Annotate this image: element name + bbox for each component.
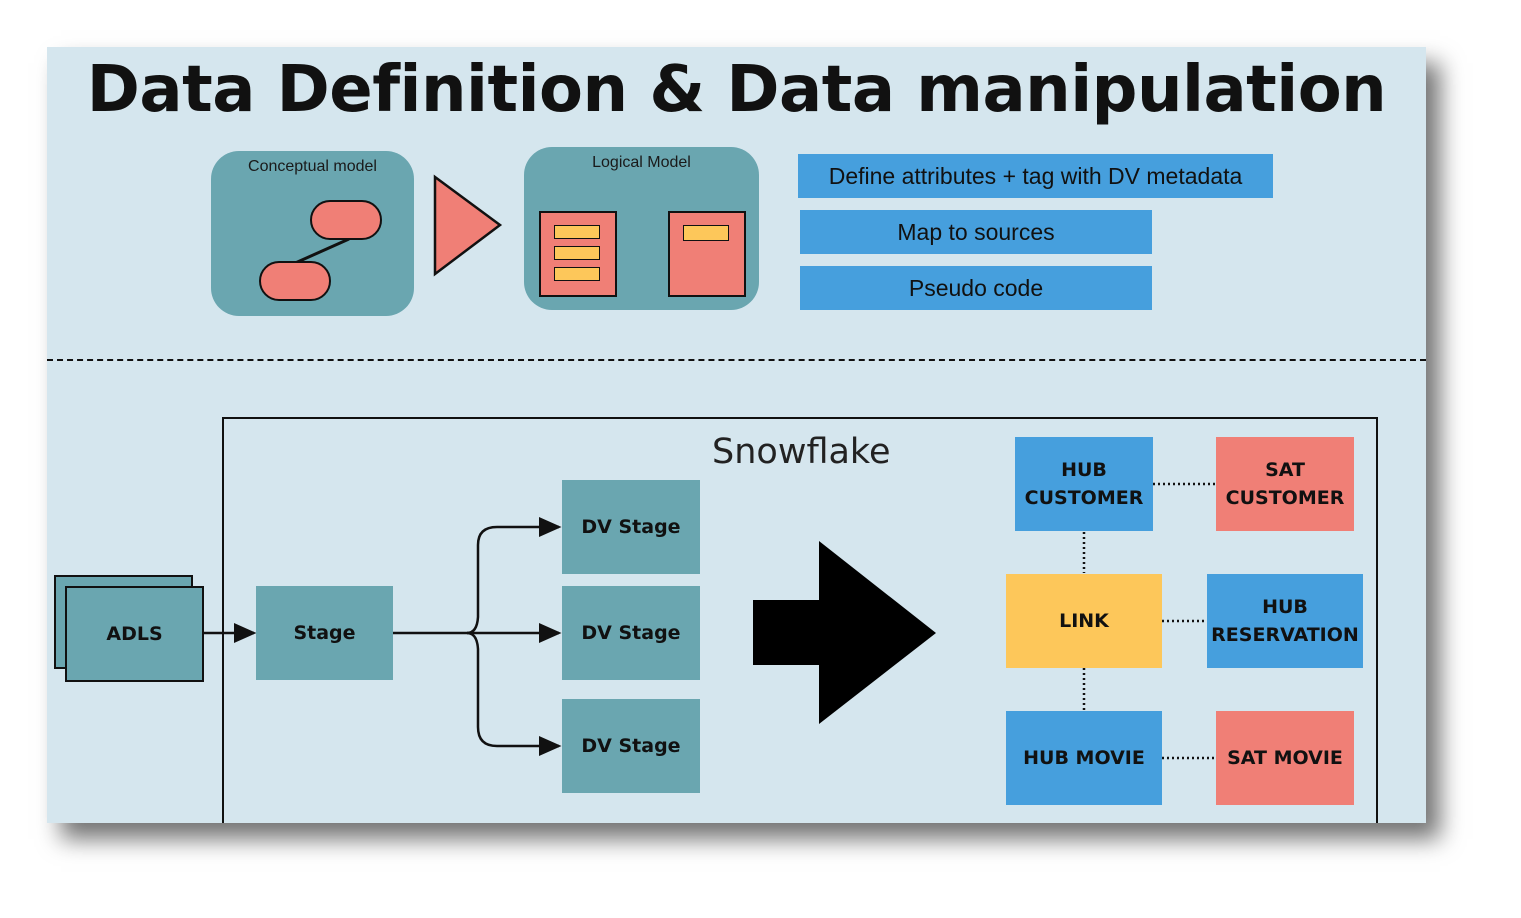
- snowflake-frame: [222, 417, 1378, 823]
- slide: Data Definition & Data manipulation Conc…: [47, 47, 1426, 823]
- entity-shape-bottom: [259, 261, 331, 301]
- link-node: LINK: [1006, 574, 1162, 668]
- adls-node: ADLS: [65, 586, 204, 682]
- conceptual-model-label: Conceptual model: [248, 158, 377, 175]
- hub-reservation-node: HUB RESERVATION: [1207, 574, 1363, 668]
- logical-model-tile: Logical Model: [524, 147, 759, 310]
- sat-movie-node: SAT MOVIE: [1216, 711, 1354, 805]
- table-row-bar: [554, 267, 600, 281]
- pipeline-connectors: [203, 482, 1215, 760]
- entity-shape-top: [310, 200, 382, 240]
- logical-model-label: Logical Model: [592, 154, 691, 171]
- step-define-attributes: Define attributes + tag with DV metadata: [798, 154, 1273, 198]
- dv-stage-node-top: DV Stage: [562, 480, 700, 574]
- flow-triangle-icon: [433, 174, 503, 277]
- sat-customer-node: SAT CUSTOMER: [1216, 437, 1354, 531]
- step-pseudo-code: Pseudo code: [800, 266, 1152, 310]
- slide-title: Data Definition & Data manipulation: [86, 53, 1387, 127]
- dv-stage-node-middle: DV Stage: [562, 586, 700, 680]
- table-shape-right: [668, 211, 746, 297]
- relationship-line: [292, 237, 350, 266]
- table-row-bar: [683, 225, 729, 241]
- dv-stage-node-bottom: DV Stage: [562, 699, 700, 793]
- snowflake-label: Snowflake: [712, 432, 891, 472]
- section-divider: [47, 359, 1426, 361]
- hub-customer-node: HUB CUSTOMER: [1015, 437, 1153, 531]
- hub-movie-node: HUB MOVIE: [1006, 711, 1162, 805]
- table-row-bar: [554, 225, 600, 239]
- table-row-bar: [554, 246, 600, 260]
- step-map-to-sources: Map to sources: [800, 210, 1152, 254]
- stage-node: Stage: [256, 586, 393, 680]
- table-shape-left: [539, 211, 617, 297]
- conceptual-model-tile: Conceptual model: [211, 151, 414, 316]
